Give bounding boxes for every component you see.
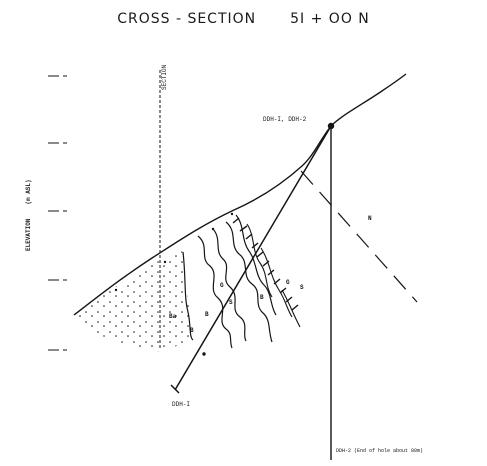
fault-tick [279, 287, 287, 294]
stippled-unit-fill [74, 250, 193, 352]
contact-line [197, 235, 233, 349]
fault-tick [256, 251, 264, 258]
contact-line [260, 247, 293, 318]
reference-line-label: SECTION [161, 64, 168, 90]
contact-line [212, 228, 247, 342]
fault-tick [245, 233, 253, 240]
drill-holes [170, 122, 335, 460]
contact-point [163, 260, 167, 264]
title-left: CROSS - SECTION [117, 11, 257, 27]
contact-line [235, 214, 277, 316]
drill-hole-collar-marker [327, 122, 335, 130]
fault-tick [262, 260, 270, 267]
unit-label: G [220, 282, 224, 289]
unit-label: S [300, 284, 304, 291]
reference-line-group: SECTION [159, 64, 168, 350]
fault-tick [291, 304, 299, 311]
dashed-unit-boundary [300, 170, 418, 303]
dashed-reference-label: N [368, 215, 372, 222]
ddh-1-end-cap [170, 384, 180, 394]
contact-line [225, 221, 273, 343]
fault-tick [273, 278, 281, 285]
fault-tick [251, 242, 259, 249]
ddh-2-footnote: DDH-2 (End of hole about 80m) [336, 448, 423, 454]
unit-label: S [229, 299, 233, 306]
fault-tick [239, 225, 248, 232]
contact-line [246, 223, 273, 298]
contact-point [202, 352, 206, 356]
unit-label: Ba [169, 313, 177, 320]
ddh-1-label: DDH-I [172, 401, 190, 408]
collar-label: DDH-I, DDH-2 [263, 116, 307, 123]
elevation-ticks [48, 75, 67, 351]
unit-label: B [190, 327, 194, 334]
fault-tick [232, 217, 240, 224]
fault-tick-marks [232, 217, 299, 311]
unit-label: B [260, 294, 264, 301]
contact-point [230, 212, 234, 216]
contact-point [114, 288, 118, 292]
contact-line [182, 251, 194, 341]
geologic-contacts [182, 214, 301, 349]
fault-tick [267, 269, 275, 276]
contact-point [211, 227, 215, 231]
ground-surface-line [73, 73, 407, 316]
figure-title: CROSS - SECTION 5I + OO N [0, 11, 487, 27]
fault-tick [285, 296, 293, 303]
contact-line [281, 289, 301, 328]
small-contact-points [114, 212, 234, 356]
unit-label: G [286, 279, 290, 286]
diagram-labels: DDH-I, DDH-2 N DDH-I DDH-2 (End of hole … [169, 116, 423, 454]
title-right: 5I + OO N [290, 11, 370, 27]
ddh-1-trace [174, 125, 332, 391]
unit-label: B [205, 311, 209, 318]
